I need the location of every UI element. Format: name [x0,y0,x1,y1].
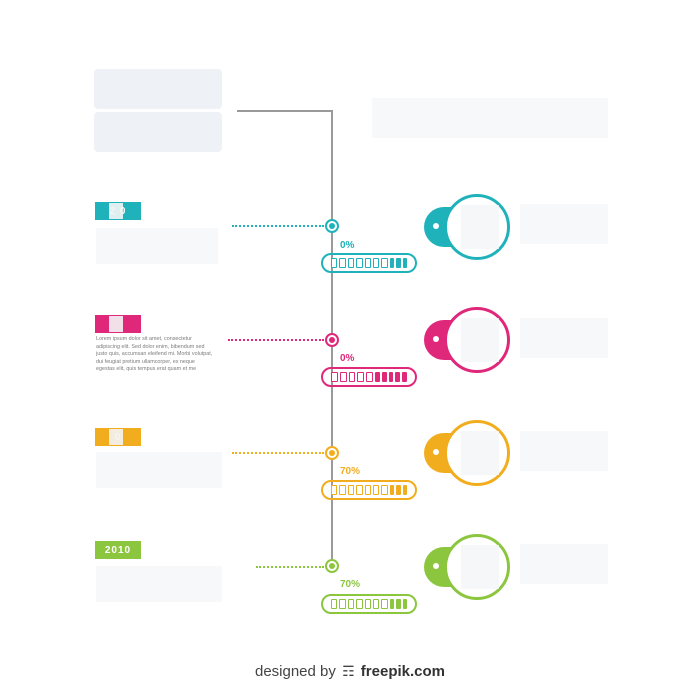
progress-segment [331,599,338,609]
progress-segment [381,599,388,609]
progress-segment [402,485,408,495]
medallion-4 [424,534,512,600]
progress-segment [381,258,388,268]
year-label-4: 2010 [104,544,132,556]
footer-brand: freepik.com [360,663,445,680]
subtitle-placeholder-box [94,112,222,152]
progress-segment [364,485,372,495]
progress-segment [356,485,363,495]
progress-segment [348,372,356,382]
progress-segment [339,258,346,268]
dotted-line-4 [256,566,324,568]
percent-label-4: 70% [340,579,361,590]
timeline-node-4 [325,559,339,573]
cart-icon [444,534,510,600]
right-text-placeholder-2 [520,318,608,358]
progress-segment [374,372,380,382]
lightbulb-icon [444,420,510,486]
progress-segment [389,485,395,495]
year-tag-2 [95,315,141,333]
freepik-logo-icon: ☶ [342,663,355,679]
title-placeholder-box [94,69,222,109]
progress-bar-2 [321,367,417,387]
item-text-placeholder-3 [96,452,222,488]
progress-segment [357,372,365,382]
progress-segment [388,372,394,382]
progress-segment [396,485,401,495]
right-text-placeholder-4 [520,544,608,584]
progress-segment [339,485,346,495]
medallion-1 [424,194,512,260]
progress-bar-3 [321,480,417,500]
year-tag-mask-2 [109,316,123,332]
timeline-connector-horizontal [237,110,333,112]
progress-segment [364,258,372,268]
progress-segment [347,485,355,495]
progress-segment [331,485,338,495]
year-tag-3: 0 [95,428,141,446]
medallion-2 [424,307,512,373]
progress-segment [339,372,347,382]
percent-label-1: 0% [340,240,355,251]
progress-segment [331,372,338,382]
year-tag-4: 2010 [95,541,141,559]
photo-icon [444,194,510,260]
progress-segment [381,485,388,495]
dotted-line-3 [232,452,324,454]
progress-segment [347,599,355,609]
progress-segment [373,599,380,609]
progress-segment [364,599,372,609]
progress-segment [366,372,373,382]
timeline-node-2 [325,333,339,347]
year-tag-mask-3 [109,429,123,445]
progress-segment [396,258,401,268]
progress-segment [373,485,380,495]
year-tag-mask-1 [109,203,123,219]
progress-segment [396,599,401,609]
dotted-line-2 [228,339,324,341]
progress-segment [381,372,387,382]
timeline-node-3 [325,446,339,460]
percent-label-2: 0% [340,353,355,364]
progress-segment [389,599,395,609]
medallion-3 [424,420,512,486]
year-tag-1: 2 0 [95,202,141,220]
item-text-placeholder-1 [96,228,218,264]
progress-segment [373,258,380,268]
item-text-placeholder-4 [96,566,222,602]
progress-segment [395,372,401,382]
progress-bar-4 [321,594,417,614]
progress-segment [331,258,338,268]
item-description-2: Lorem ipsum dolor sit amet, consectetur … [96,336,213,372]
progress-segment [402,258,408,268]
progress-segment [339,599,346,609]
progress-segment [347,258,355,268]
progress-segment [356,258,363,268]
dotted-line-1 [232,225,324,227]
progress-segment [356,599,363,609]
percent-label-3: 70% [340,466,361,477]
footer-prefix: designed by [254,663,336,680]
progress-segment [389,258,395,268]
progress-segment [402,599,408,609]
right-text-placeholder-1 [520,204,608,244]
progress-segment [402,372,407,382]
progress-bar-1 [321,253,417,273]
magnifier-icon [444,307,510,373]
header-text-placeholder [372,98,608,138]
footer-credit: designed by ☶ freepik.com [0,663,700,680]
right-text-placeholder-3 [520,431,608,471]
timeline-node-1 [325,219,339,233]
